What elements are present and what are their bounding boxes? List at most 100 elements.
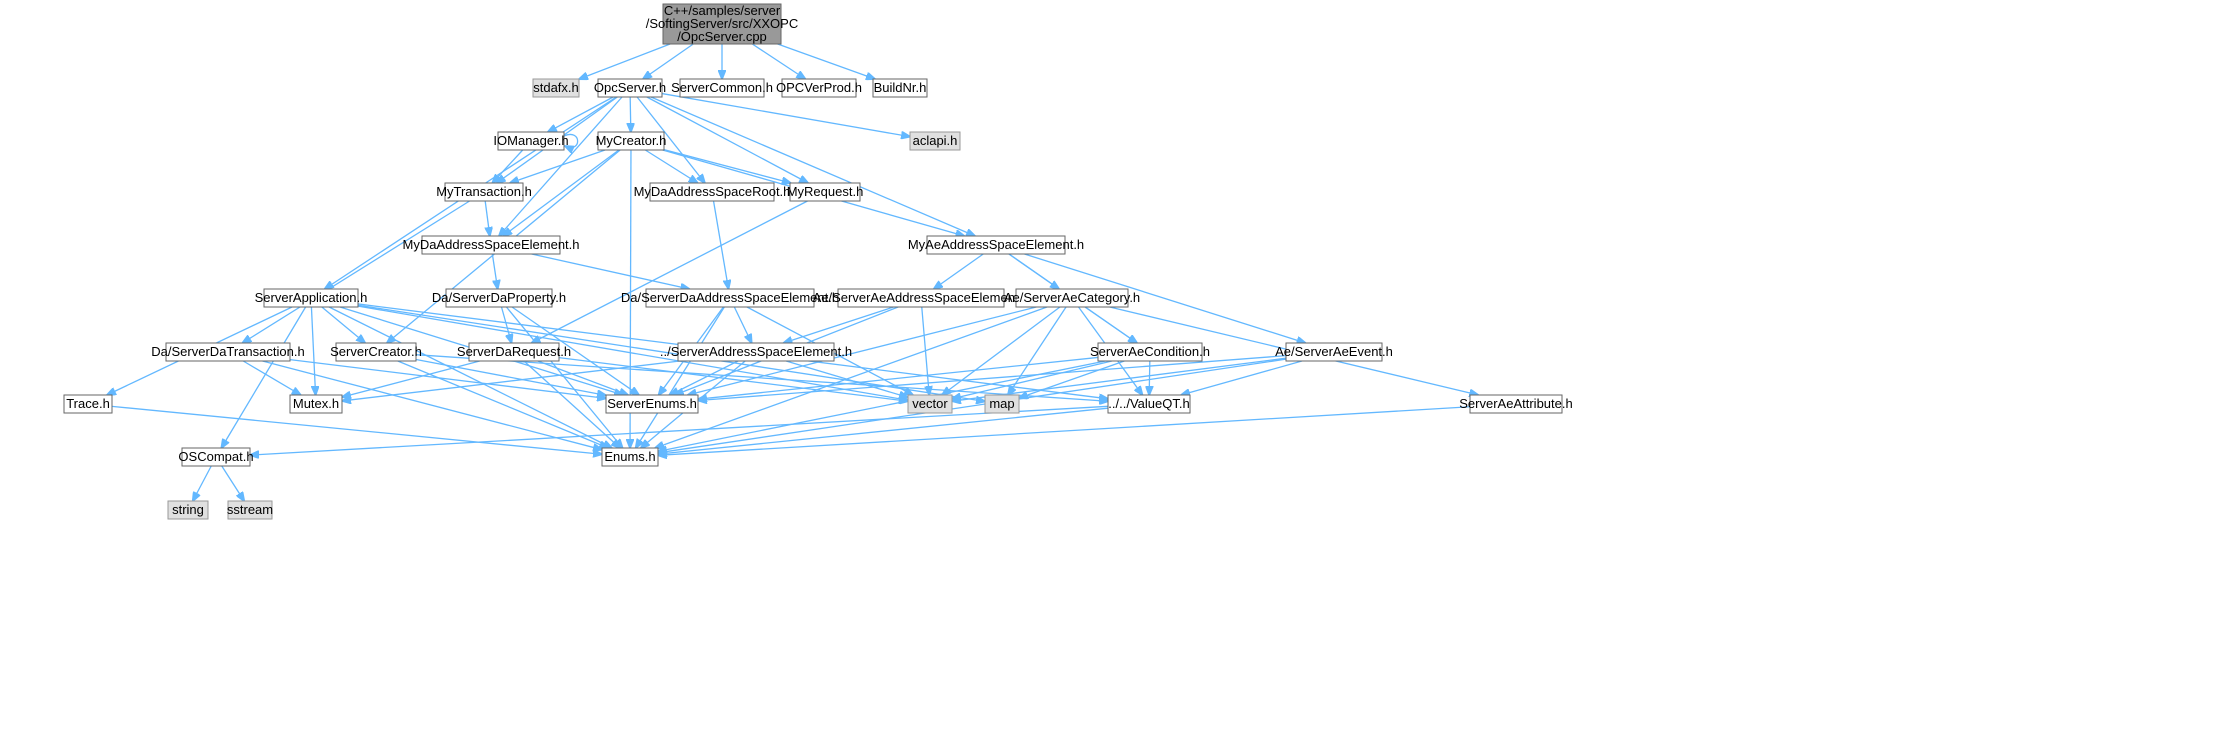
edge-valueqt-to-oscompat xyxy=(250,405,1109,455)
node-label: MyDaAddressSpaceElement.h xyxy=(402,237,579,252)
node-oscompat[interactable]: OSCompat.h xyxy=(178,447,254,467)
edge-serverapp-to-vector xyxy=(357,305,908,400)
node-dadaelement[interactable]: Da/ServerDaAddressSpaceElement.h xyxy=(621,288,839,308)
node-map[interactable]: map xyxy=(984,394,1020,414)
node-servercommon[interactable]: ServerCommon.h xyxy=(671,78,773,98)
node-box xyxy=(837,288,1005,308)
node-trace[interactable]: Trace.h xyxy=(63,394,113,414)
node-myaeelement[interactable]: MyAeAddressSpaceElement.h xyxy=(908,235,1084,255)
edge-aecondition-to-valueqt xyxy=(1149,360,1150,395)
node-label: Trace.h xyxy=(66,396,110,411)
node-mutex[interactable]: Mutex.h xyxy=(289,394,343,414)
node-label: sstream xyxy=(227,502,273,517)
node-label: Ae/ServerAeAddressSpaceElement.h xyxy=(813,290,1030,305)
node-iomanager[interactable]: IOManager.h xyxy=(493,131,569,151)
edge-myaeelement-to-aeaeelement xyxy=(934,253,984,289)
node-valueqt[interactable]: ../../ValueQT.h xyxy=(1107,394,1191,414)
edge-serverapp-to-map xyxy=(357,304,985,401)
node-label: IOManager.h xyxy=(493,133,568,148)
edge-opcserver_h-to-mydaroot xyxy=(636,96,705,183)
node-stdafx[interactable]: stdafx.h xyxy=(532,78,580,98)
node-box xyxy=(909,131,961,151)
node-opcverprod[interactable]: OPCVerProd.h xyxy=(776,78,862,98)
node-box xyxy=(601,447,659,467)
node-label: Enums.h xyxy=(604,449,655,464)
node-aeattribute[interactable]: ServerAeAttribute.h xyxy=(1459,394,1573,414)
node-enums[interactable]: Enums.h xyxy=(601,447,659,467)
node-label: ServerCreator.h xyxy=(330,344,422,359)
node-aecategory[interactable]: Ae/ServerAeCategory.h xyxy=(1004,288,1140,308)
edge-aecategory-to-aecondition xyxy=(1084,306,1137,343)
node-buildnr[interactable]: BuildNr.h xyxy=(872,78,928,98)
edge-serveraddrelement-to-serverenums xyxy=(670,360,739,395)
edge-aecondition-to-serverenums xyxy=(698,356,1099,399)
node-serverdarequest[interactable]: ServerDaRequest.h xyxy=(457,342,571,362)
node-box xyxy=(984,394,1020,414)
node-label: /SoftingServer/src/XXOPC xyxy=(646,16,798,31)
node-serveraddrelement[interactable]: ../ServerAddressSpaceElement.h xyxy=(660,342,852,362)
node-label: Da/ServerDaProperty.h xyxy=(432,290,566,305)
node-label: map xyxy=(989,396,1014,411)
node-box xyxy=(597,131,665,151)
edge-serverdarequest-to-enums xyxy=(523,360,620,448)
edge-dadaproperty-to-serverdarequest xyxy=(500,306,512,343)
edge-opcserver_h-to-myaeelement xyxy=(650,96,975,236)
edge-serverapp-to-enums xyxy=(328,306,612,448)
edge-root-to-opcverprod xyxy=(751,43,805,79)
node-aeevent[interactable]: Ae/ServerAeEvent.h xyxy=(1275,342,1393,362)
edge-serverapp-to-servercreator xyxy=(321,306,365,343)
node-root[interactable]: C++/samples/server/SoftingServer/src/XXO… xyxy=(646,3,798,45)
node-box xyxy=(165,342,291,362)
edges-layer xyxy=(107,43,1478,501)
edge-dadaproperty-to-enums xyxy=(505,306,622,448)
edge-opcserver_h-to-myrequest xyxy=(646,96,808,183)
edge-aecondition-to-map xyxy=(1019,360,1125,398)
node-mytransaction[interactable]: MyTransaction.h xyxy=(436,182,532,202)
node-mydaelement[interactable]: MyDaAddressSpaceElement.h xyxy=(402,235,580,255)
node-aclapi[interactable]: aclapi.h xyxy=(909,131,961,151)
node-label: MyAeAddressSpaceElement.h xyxy=(908,237,1084,252)
node-serverenums[interactable]: ServerEnums.h xyxy=(605,394,699,414)
node-label: string xyxy=(172,502,204,517)
node-box xyxy=(468,342,560,362)
node-box xyxy=(649,182,775,202)
node-mycreator[interactable]: MyCreator.h xyxy=(596,131,667,151)
node-opcserver_h[interactable]: OpcServer.h xyxy=(594,78,666,98)
node-box xyxy=(421,235,561,255)
node-mydaroot[interactable]: MyDaAddressSpaceRoot.h xyxy=(634,182,791,202)
edge-aeattribute-to-enums xyxy=(658,406,1471,456)
node-label: MyTransaction.h xyxy=(436,184,532,199)
node-box xyxy=(926,235,1066,255)
edge-serverdarequest-to-vector xyxy=(558,356,908,402)
node-aecondition[interactable]: ServerAeCondition.h xyxy=(1090,342,1210,362)
edge-oscompat-to-string xyxy=(193,465,212,501)
edge-aeevent-to-serverenums xyxy=(698,355,1287,401)
edge-aecategory-to-serverenums xyxy=(688,306,1037,395)
node-box xyxy=(781,78,857,98)
node-sstream[interactable]: sstream xyxy=(227,500,273,520)
node-string[interactable]: string xyxy=(167,500,209,520)
edge-opcserver_h-to-mydaelement xyxy=(499,96,623,236)
node-label: ../ServerAddressSpaceElement.h xyxy=(660,344,852,359)
edge-myaeelement-to-aeevent xyxy=(1024,253,1305,343)
edge-opcserver_h-to-aclapi xyxy=(661,92,910,137)
node-vector[interactable]: vector xyxy=(907,394,953,414)
node-box xyxy=(645,288,815,308)
edge-root-to-stdafx xyxy=(579,43,671,79)
node-serverapp[interactable]: ServerApplication.h xyxy=(255,288,368,308)
node-box xyxy=(289,394,343,414)
edge-servercreator-to-enums xyxy=(397,360,608,448)
node-box xyxy=(662,3,782,45)
node-dadaproperty[interactable]: Da/ServerDaProperty.h xyxy=(432,288,566,308)
node-box xyxy=(167,500,209,520)
edge-mycreator-to-mytransaction xyxy=(510,149,606,183)
edge-serverdarequest-to-mutex xyxy=(342,360,480,397)
node-myrequest[interactable]: MyRequest.h xyxy=(787,182,864,202)
edge-oscompat-to-sstream xyxy=(221,465,244,501)
node-box xyxy=(1469,394,1563,414)
node-servercreator[interactable]: ServerCreator.h xyxy=(330,342,422,362)
edge-valueqt-to-enums xyxy=(658,407,1109,454)
node-aeaeelement[interactable]: Ae/ServerAeAddressSpaceElement.h xyxy=(813,288,1030,308)
node-datransaction[interactable]: Da/ServerDaTransaction.h xyxy=(151,342,305,362)
node-box xyxy=(872,78,928,98)
